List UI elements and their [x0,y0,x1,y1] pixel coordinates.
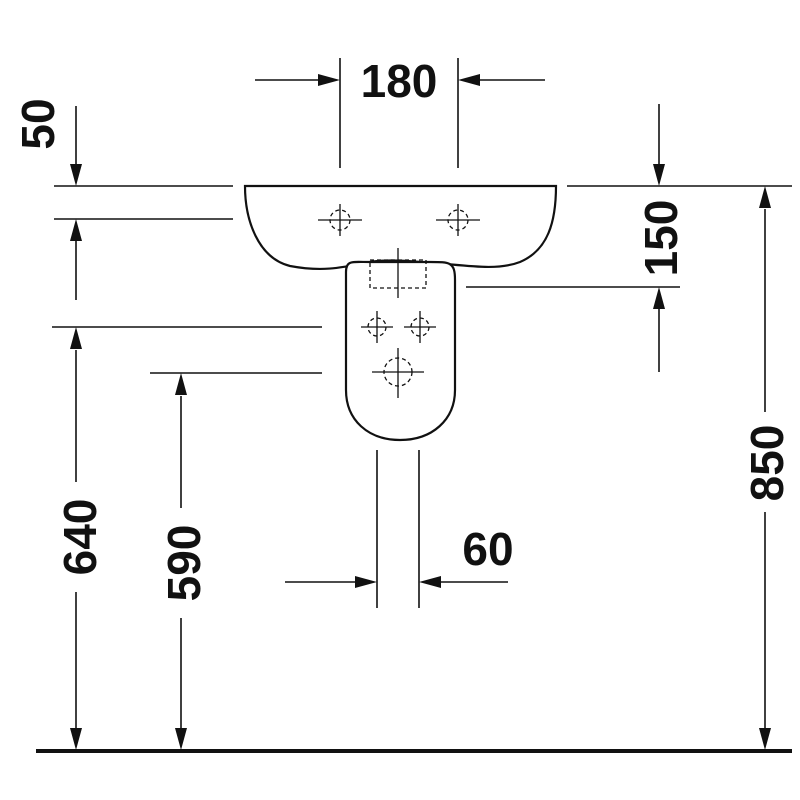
dimension-60: 60 [285,523,514,588]
dimension-640-label: 640 [54,499,106,576]
dimension-60-label: 60 [462,523,513,575]
dimension-180: 180 [255,55,545,168]
dimension-640: 640 [52,326,322,750]
dimension-590: 590 [150,372,322,750]
basin-outline [243,184,558,271]
dimension-590-label: 590 [158,525,210,602]
dimension-850-label: 850 [741,425,793,502]
tap-hole-left-icon [318,204,362,236]
dimension-850: 850 [741,186,793,750]
tap-hole-right-icon [436,204,480,236]
dimension-180-label: 180 [361,55,438,107]
water-connection-left-icon [361,311,393,343]
dimension-150-label: 150 [635,200,687,277]
pedestal-outline [344,260,457,442]
dimension-150: 150 [466,104,792,372]
waste-outlet-icon [372,348,424,398]
dimension-50: 50 [12,98,233,300]
water-connection-right-icon [404,311,436,343]
dimension-50-label: 50 [12,98,64,149]
